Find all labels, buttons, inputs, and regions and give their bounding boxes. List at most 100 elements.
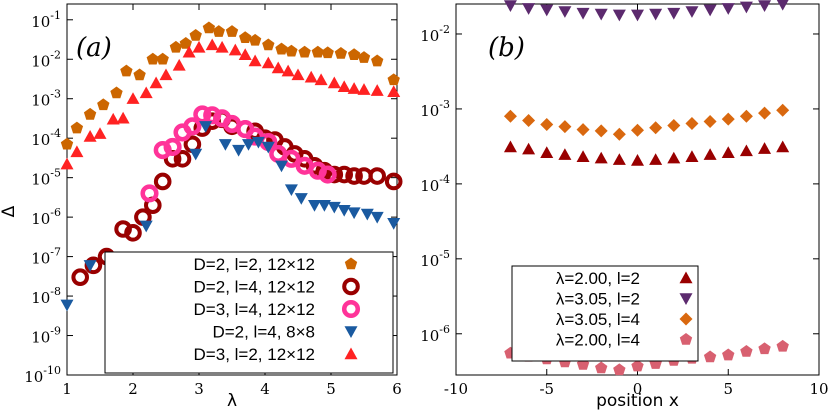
y-tick-label: 10-4: [420, 173, 450, 195]
y-tick-base: 10: [31, 250, 50, 268]
x-tick-label: 0: [633, 380, 643, 398]
data-point: [183, 117, 202, 136]
data-point: [612, 153, 626, 165]
data-point: [558, 148, 572, 160]
series-2: [140, 105, 337, 203]
data-point: [116, 111, 130, 124]
y-tick-base: 10: [420, 252, 439, 270]
legend-label: D=2, l=4, 8×8: [212, 323, 315, 342]
legend: D=2, l=2, 12×12D=2, l=4, 12×12D=3, l=4, …: [104, 251, 394, 374]
y-tick-exponent: -2: [50, 48, 61, 61]
data-point: [83, 260, 97, 272]
data-point: [225, 25, 239, 37]
y-tick-exponent: -6: [439, 323, 450, 336]
y-tick-label: 10-5: [31, 167, 61, 189]
data-point: [631, 123, 644, 137]
legend-marker: [344, 326, 358, 338]
y-tick-label: 10-3: [31, 88, 61, 110]
legend-label: λ=2.00, l=2: [556, 269, 640, 288]
legend-marker: [341, 299, 361, 319]
data-point: [739, 109, 753, 123]
data-point: [685, 150, 699, 162]
legend-label: λ=3.05, l=2: [556, 290, 640, 309]
data-point: [83, 107, 97, 120]
data-point: [758, 0, 772, 12]
data-point: [703, 350, 717, 363]
data-point: [124, 224, 142, 242]
data-point: [179, 37, 192, 49]
data-point: [703, 148, 717, 160]
series-1: [503, 0, 789, 22]
data-point: [649, 153, 663, 165]
data-point: [776, 339, 789, 352]
x-axis-label: position x: [596, 391, 679, 411]
legend-label: λ=2.00, l=4: [556, 331, 640, 350]
data-point: [281, 64, 295, 77]
data-point: [261, 141, 275, 154]
x-tick-label: 3: [194, 380, 204, 398]
data-point: [304, 70, 318, 83]
x-tick-label: -10: [444, 380, 468, 398]
y-tick-label: 10-3: [420, 98, 450, 120]
y-tick-label: 10-2: [420, 23, 450, 45]
data-point: [139, 220, 153, 233]
data-point: [285, 44, 298, 57]
data-point: [238, 48, 252, 60]
data-point: [172, 58, 186, 71]
data-point: [173, 150, 192, 168]
data-point: [169, 40, 183, 53]
y-tick-exponent: -9: [50, 325, 61, 338]
data-point: [387, 218, 401, 230]
data-point: [612, 9, 626, 22]
data-point: [232, 144, 246, 157]
data-point: [149, 76, 163, 89]
y-tick-base: 10: [31, 13, 50, 31]
data-point: [685, 116, 699, 130]
data-point: [594, 151, 608, 164]
data-point: [522, 3, 536, 15]
data-point: [347, 207, 361, 220]
data-point: [740, 345, 753, 357]
legend-marker: [344, 257, 358, 270]
data-point: [202, 21, 216, 34]
data-point: [758, 142, 772, 154]
y-tick-base: 10: [31, 289, 50, 307]
data-point: [667, 151, 681, 164]
y-tick-label: 10-4: [31, 127, 61, 149]
data-point: [60, 299, 74, 312]
data-point: [271, 61, 285, 74]
y-tick-exponent: -3: [439, 98, 450, 111]
data-point: [334, 46, 348, 59]
x-axis-label: λ: [227, 391, 237, 411]
x-tick-label: 2: [128, 380, 138, 398]
data-point: [284, 184, 298, 197]
legend-box: [511, 265, 699, 362]
data-point: [667, 119, 681, 133]
y-tick-base: 10: [31, 329, 50, 347]
data-point: [360, 208, 374, 221]
data-point: [275, 160, 288, 173]
data-point: [199, 121, 213, 133]
data-point: [205, 38, 219, 51]
legend-marker: [679, 333, 693, 345]
series-3: [60, 121, 401, 312]
data-point: [522, 142, 536, 155]
data-point: [248, 54, 262, 67]
data-point: [110, 86, 123, 99]
x-tick-label: 4: [260, 380, 270, 398]
data-point: [357, 83, 371, 95]
data-point: [721, 112, 735, 126]
data-point: [576, 150, 590, 162]
x-tick-label: 5: [723, 380, 733, 398]
data-point: [368, 167, 387, 185]
data-point: [345, 167, 363, 185]
data-point: [631, 154, 644, 166]
data-point: [503, 109, 517, 123]
y-tick-exponent: -4: [50, 127, 61, 140]
data-point: [540, 146, 554, 158]
data-point: [387, 73, 400, 86]
data-point: [558, 6, 572, 18]
y-tick-exponent: -7: [50, 246, 61, 259]
data-point: [261, 56, 275, 69]
